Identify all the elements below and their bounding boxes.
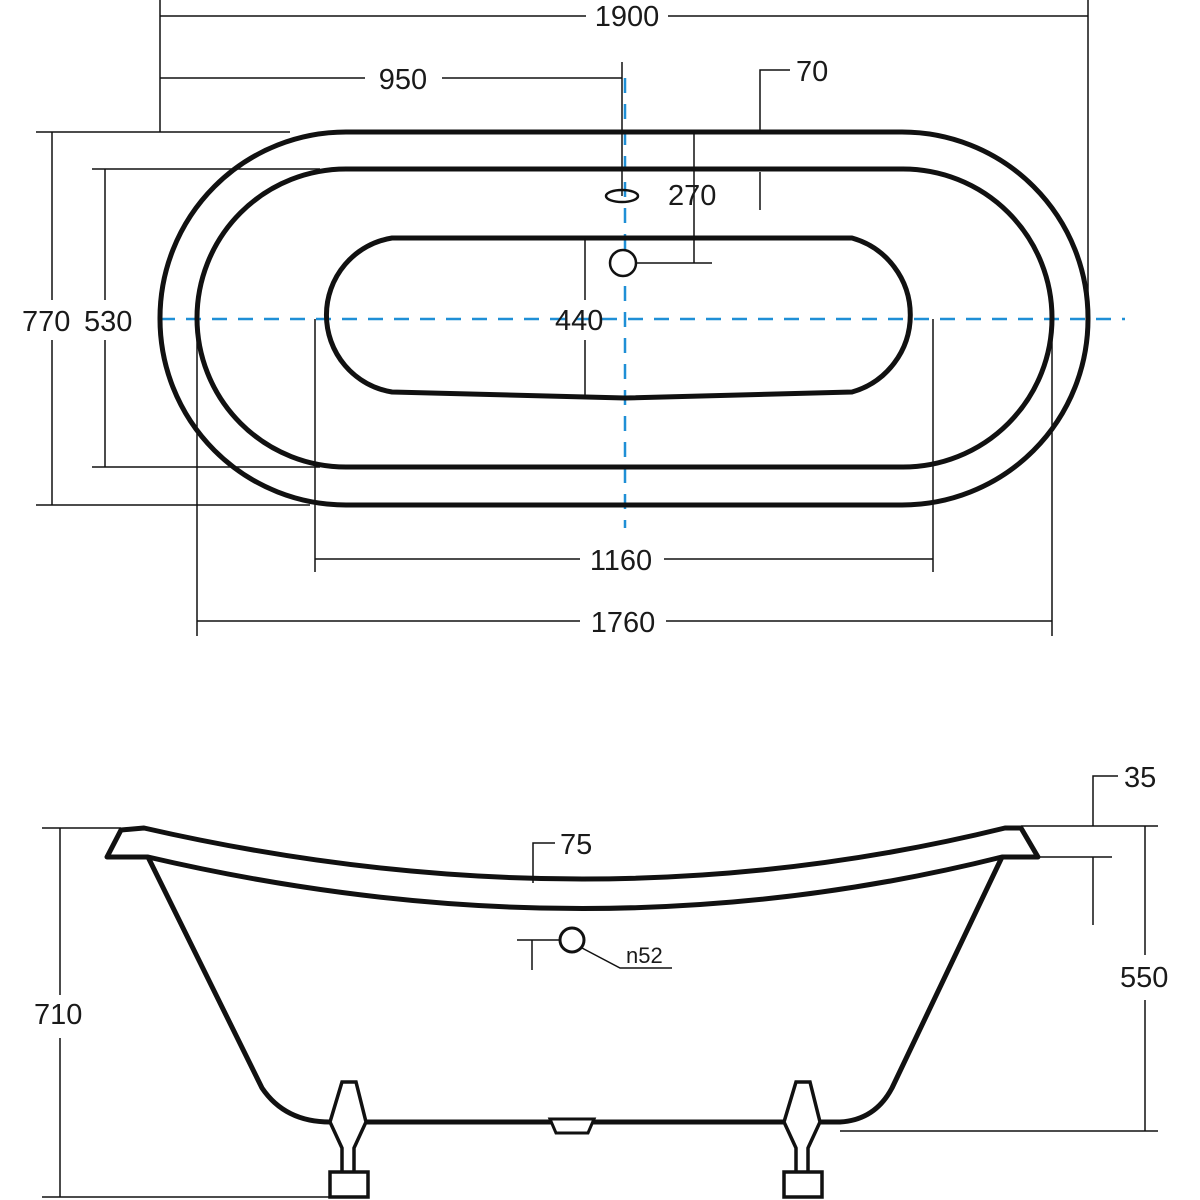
drain-hole — [608, 248, 638, 278]
dim-overall-length: 1900 — [595, 1, 660, 33]
left-foot — [328, 1080, 370, 1199]
dim-side-rim: 75 — [560, 829, 592, 861]
dim-drain-offset: 270 — [668, 180, 716, 212]
side-view: n52 75 35 550 710 — [34, 762, 1168, 1199]
waste-fitting — [547, 1117, 597, 1135]
dim-rim-thickness: 35 — [1124, 762, 1156, 794]
dim-inside-depth: 550 — [1120, 962, 1168, 994]
basin-outline — [323, 235, 913, 401]
inner-rim-outline — [194, 166, 1055, 470]
top-view: 1900 950 70 270 770 530 440 11 — [22, 0, 1125, 639]
right-foot — [782, 1080, 824, 1199]
dim-basin-width: 440 — [555, 305, 603, 337]
side-rim-outline — [104, 825, 1041, 911]
dim-basin-length: 1160 — [590, 545, 652, 577]
dim-rim-width: 70 — [796, 56, 828, 88]
side-body-outline — [145, 855, 1005, 1125]
dim-outer-width: 770 — [22, 306, 70, 338]
overflow-hole — [558, 926, 586, 954]
dim-half-length: 950 — [379, 64, 427, 96]
dim-overall-height: 710 — [34, 999, 82, 1031]
dim-inner-rim-length: 1760 — [591, 607, 656, 639]
dim-inner-rim-width: 530 — [84, 306, 132, 338]
dim-overflow-diameter: n52 — [626, 943, 663, 968]
